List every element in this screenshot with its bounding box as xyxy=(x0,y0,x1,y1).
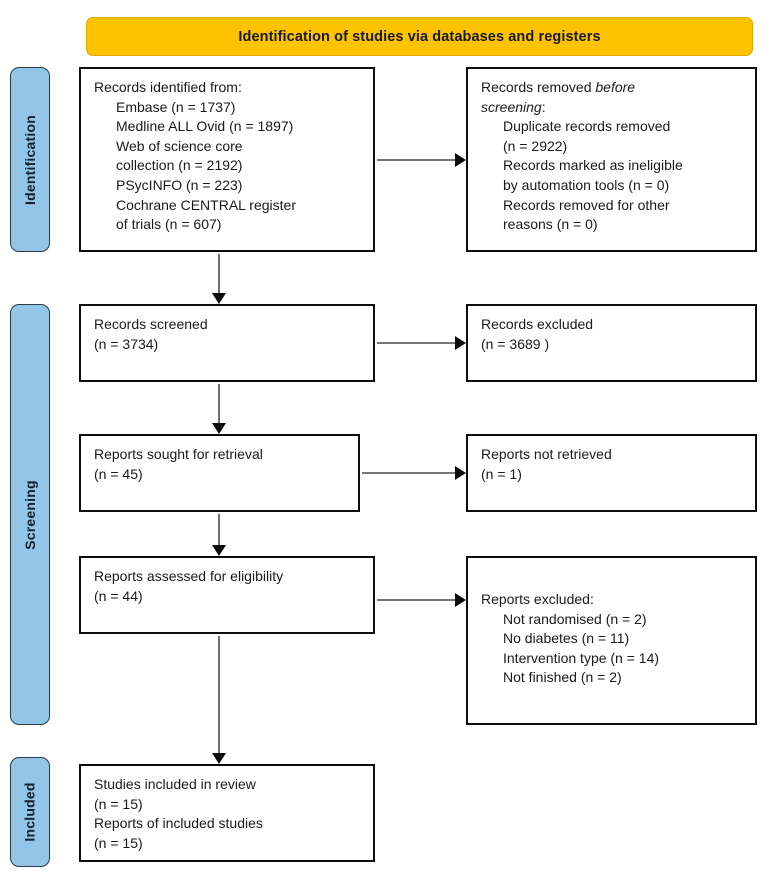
stage-label-screening-text: Screening xyxy=(22,479,38,550)
reports-not-retrieved-label: Reports not retrieved xyxy=(481,446,612,462)
box-reports-sought: Reports sought for retrieval (n = 45) xyxy=(79,434,360,512)
stage-label-included: Included xyxy=(10,757,50,867)
records-identified-item: Web of science core xyxy=(116,137,243,154)
arrow-assessed-to-reports-excluded xyxy=(377,593,466,607)
stage-label-identification: Identification xyxy=(10,67,50,252)
box-studies-included: Studies included in review (n = 15) Repo… xyxy=(79,764,375,862)
arrow-screened-to-sought xyxy=(212,384,226,434)
diagram-header-banner: Identification of studies via databases … xyxy=(86,17,753,56)
records-identified-item: PSycINFO (n = 223) xyxy=(116,176,243,193)
reports-excluded-reason: Not randomised (n = 2) xyxy=(503,610,647,627)
records-identified-item: of trials (n = 607) xyxy=(116,216,222,233)
banner-title: Identification of studies via databases … xyxy=(238,28,601,45)
records-removed-heading-colon: : xyxy=(541,98,546,115)
arrow-assessed-to-included xyxy=(212,636,226,764)
records-identified-item: Embase (n = 1737) xyxy=(116,98,236,115)
studies-included-count: (n = 15) xyxy=(94,795,143,812)
records-removed-heading-line2: screening: xyxy=(481,98,744,118)
records-removed-heading-italic: before xyxy=(595,79,636,95)
records-identified-heading: Records identified from: xyxy=(94,79,242,95)
records-excluded-label: Records excluded xyxy=(481,316,594,332)
box-reports-not-retrieved: Reports not retrieved (n = 1) xyxy=(466,434,757,512)
box-reports-assessed: Reports assessed for eligibility (n = 44… xyxy=(79,556,375,634)
stage-label-identification-text: Identification xyxy=(22,114,39,205)
records-identified-item: Medline ALL Ovid (n = 1897) xyxy=(116,118,294,135)
reports-sought-count: (n = 45) xyxy=(94,465,143,482)
records-identified-item: Cochrane CENTRAL register xyxy=(116,196,296,213)
arrow-sought-to-not-retrieved xyxy=(362,466,466,480)
box-reports-excluded-reasons: Reports excluded: Not randomised (n = 2)… xyxy=(466,556,757,725)
reports-excluded-reason: Not finished (n = 2) xyxy=(503,669,622,686)
arrow-identified-to-screened xyxy=(212,254,226,304)
box-records-excluded: Records excluded (n = 3689 ) xyxy=(466,304,757,382)
records-removed-heading-plain: Records removed xyxy=(481,79,596,95)
stage-label-screening: Screening xyxy=(10,304,50,725)
box-records-identified: Records identified from: Embase (n = 173… xyxy=(79,67,375,252)
records-screened-count: (n = 3734) xyxy=(94,335,159,352)
arrow-sought-to-assessed xyxy=(212,514,226,556)
stage-label-included-text: Included xyxy=(22,782,39,842)
records-removed-heading-italic2: screening xyxy=(481,98,542,115)
records-removed-item: Duplicate records removed xyxy=(503,118,671,135)
reports-excluded-reason: No diabetes (n = 11) xyxy=(503,630,630,647)
box-records-removed: Records removed before screening: Duplic… xyxy=(466,67,757,252)
box-records-screened: Records screened (n = 3734) xyxy=(79,304,375,382)
records-removed-item: Records marked as ineligible xyxy=(503,157,683,174)
reports-included-label: Reports of included studies xyxy=(94,815,263,832)
reports-excluded-heading: Reports excluded: xyxy=(481,591,594,607)
records-removed-heading: Records removed before xyxy=(481,78,744,98)
reports-included-count: (n = 15) xyxy=(94,834,143,851)
studies-included-label: Studies included in review xyxy=(94,776,256,792)
reports-excluded-reason: Intervention type (n = 14) xyxy=(503,649,660,666)
reports-assessed-count: (n = 44) xyxy=(94,587,143,604)
records-excluded-count: (n = 3689 ) xyxy=(481,335,550,352)
arrow-identified-to-removed xyxy=(377,153,466,167)
records-removed-item: reasons (n = 0) xyxy=(503,216,598,233)
records-identified-item: collection (n = 2192) xyxy=(116,157,243,174)
reports-assessed-label: Reports assessed for eligibility xyxy=(94,568,284,584)
reports-not-retrieved-count: (n = 1) xyxy=(481,465,522,482)
arrow-screened-to-excluded xyxy=(377,336,466,350)
records-removed-item: Records removed for other xyxy=(503,196,670,213)
reports-sought-label: Reports sought for retrieval xyxy=(94,446,263,462)
records-removed-item: (n = 2922) xyxy=(503,137,568,154)
records-removed-item: by automation tools (n = 0) xyxy=(503,176,670,193)
records-screened-label: Records screened xyxy=(94,316,208,332)
